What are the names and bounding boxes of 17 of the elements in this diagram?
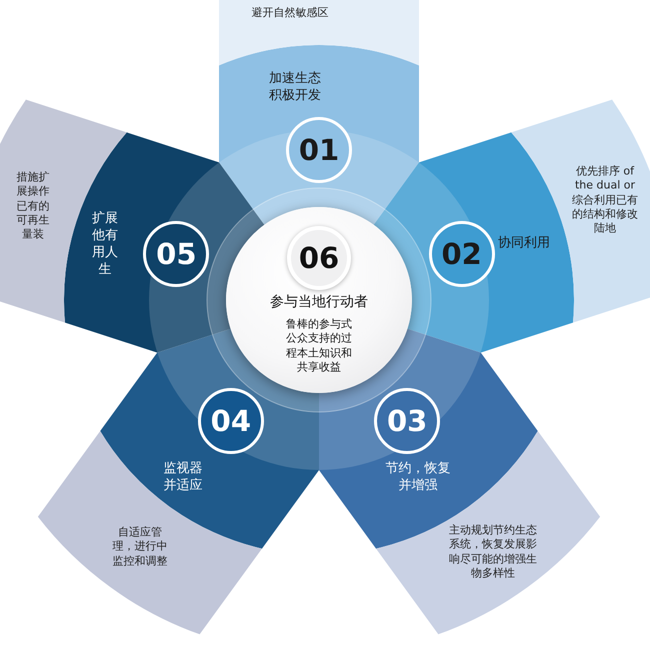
segment-description: 优先排序 of the dual or 综合利用已有的结构和修改陆地	[571, 164, 639, 236]
segment-description: 主动规划节约生态系统，恢复发展影响尽可能的增强生物多样性	[448, 523, 538, 581]
outer-band	[511, 99, 650, 323]
center-description: 鲁棒的参与式公众支持的过程本土知识和共享收益	[285, 317, 353, 375]
segment-title: 加速生态积极开发	[268, 71, 322, 105]
segment-title: 协同利用	[498, 236, 550, 252]
segment-title: 扩展他有用人生	[91, 211, 119, 279]
outer-band	[375, 430, 601, 635]
outer-band	[37, 430, 263, 635]
segment-description: 自适应管理，进行中监控和调整	[112, 526, 168, 568]
outer-band	[0, 99, 127, 323]
outer-band	[219, 0, 419, 66]
segment-description: 措施扩展操作已有的可再生量装	[16, 170, 50, 242]
segment-description: 避开自然敏感区	[252, 6, 328, 20]
segment-title: 节约，恢复并增强	[384, 461, 452, 495]
center-title: 参与当地行动者	[270, 292, 368, 312]
segment-title: 监视器并适应	[162, 461, 204, 495]
